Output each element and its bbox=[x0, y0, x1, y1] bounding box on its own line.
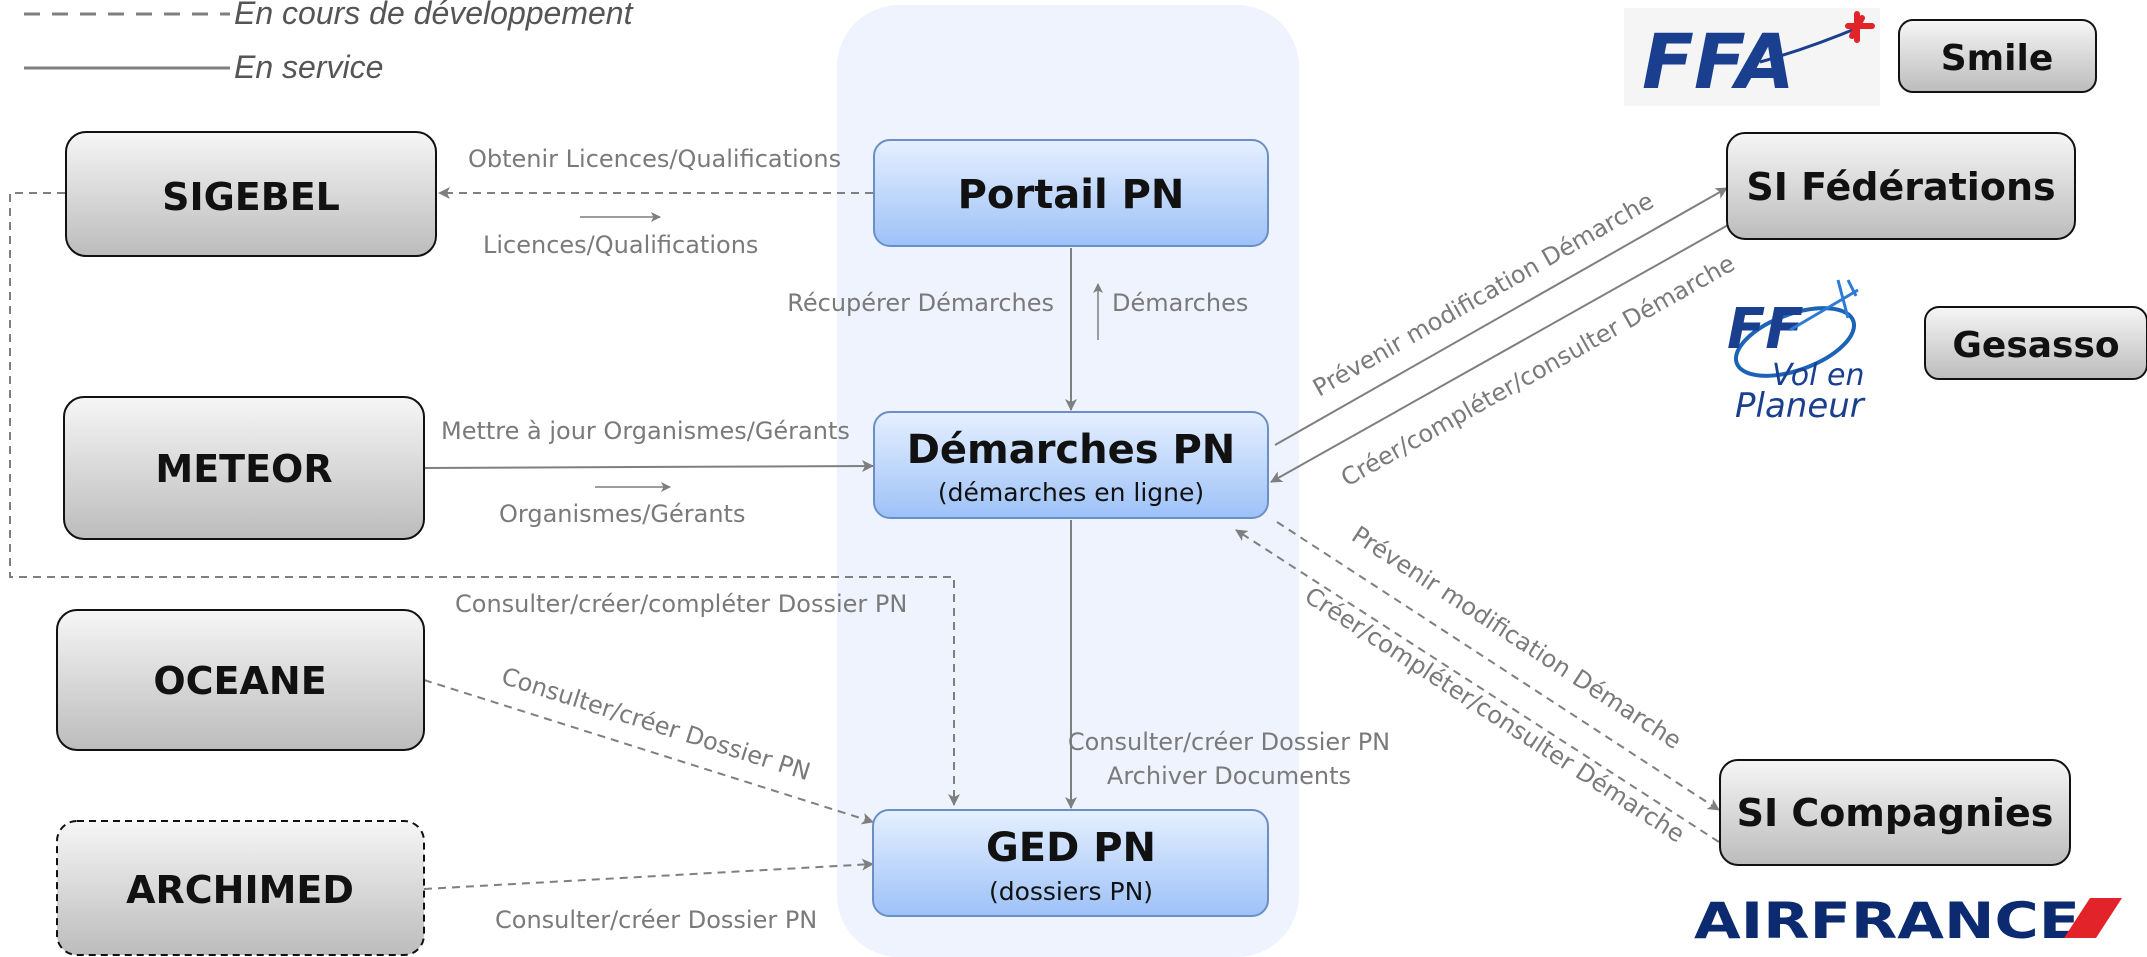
edge-demarches-sicomp bbox=[1276, 521, 1720, 811]
box-oceane: OCEANE bbox=[56, 609, 425, 751]
ffvp-glider-icon bbox=[1789, 279, 1859, 332]
box-archimed-label: ARCHIMED bbox=[126, 868, 354, 912]
edge-label-demarches: Démarches bbox=[1112, 289, 1248, 317]
edge-label-fed-creer: Créer/compléter/consulter Démarche bbox=[1336, 249, 1739, 492]
ffvp-logo-planeur: Planeur bbox=[1735, 386, 1866, 426]
box-ged-pn: GED PN (dossiers PN) bbox=[872, 809, 1269, 917]
edges bbox=[9, 187, 1738, 890]
airfrance-logo: AIRFRANCE bbox=[1694, 892, 2122, 950]
box-meteor-label: METEOR bbox=[155, 447, 332, 491]
airfrance-logo-flag bbox=[2064, 898, 2122, 938]
edge-demarches-sifed bbox=[1274, 187, 1728, 446]
edge-label-licences: Licences/Qualifications bbox=[483, 231, 758, 259]
edge-archimed-ged bbox=[423, 858, 874, 890]
edge-label-obtenir-licences: Obtenir Licences/Qualifications bbox=[468, 145, 841, 173]
airfrance-logo-text: AIRFRANCE bbox=[1694, 892, 2080, 950]
box-sigebel-label: SIGEBEL bbox=[162, 175, 340, 219]
edge-meteor-demarches bbox=[423, 460, 874, 473]
box-si-compagnies-label: SI Compagnies bbox=[1737, 791, 2054, 835]
box-sigebel: SIGEBEL bbox=[65, 131, 437, 257]
box-smile-label: Smile bbox=[1941, 38, 2054, 79]
edge-label-ged-archiver: Archiver Documents bbox=[1107, 762, 1351, 790]
legend: En cours de développement En service bbox=[24, 0, 634, 85]
box-oceane-label: OCEANE bbox=[153, 659, 326, 703]
edge-sifed-demarches bbox=[1270, 219, 1738, 483]
edge-label-ged-consulter: Consulter/créer Dossier PN bbox=[1068, 728, 1390, 756]
box-ged-pn-label: GED PN bbox=[986, 825, 1156, 871]
box-portail-pn-label: Portail PN bbox=[958, 172, 1185, 218]
edge-label-consulter-creer-completer: Consulter/créer/compléter Dossier PN bbox=[455, 590, 907, 618]
box-archimed: ARCHIMED bbox=[56, 820, 425, 956]
box-si-federations-label: SI Fédérations bbox=[1746, 165, 2055, 209]
box-smile: Smile bbox=[1898, 19, 2097, 93]
edge-label-recuperer-demarches: Récupérer Démarches bbox=[787, 289, 1054, 317]
ffa-logo-text: FFA bbox=[1642, 17, 1795, 106]
legend-solid-label: En service bbox=[234, 49, 383, 85]
edge-label-oceane-consulter: Consulter/créer Dossier PN bbox=[498, 662, 814, 786]
box-demarches-pn-label: Démarches PN bbox=[907, 427, 1236, 473]
box-gesasso: Gesasso bbox=[1924, 306, 2147, 380]
edge-sigebel-ged bbox=[9, 192, 960, 806]
ffvp-logo: FF Vol en Planeur bbox=[1727, 279, 1866, 426]
edge-label-mettre-a-jour: Mettre à jour Organismes/Gérants bbox=[441, 417, 850, 445]
ffa-logo: FFA bbox=[1624, 8, 1880, 106]
box-demarches-pn-sublabel: (démarches en ligne) bbox=[938, 478, 1204, 507]
edge-sicomp-demarches bbox=[1235, 529, 1720, 843]
box-ged-pn-sublabel: (dossiers PN) bbox=[989, 877, 1153, 906]
edge-label-archimed-consulter: Consulter/créer Dossier PN bbox=[495, 906, 817, 934]
box-si-federations: SI Fédérations bbox=[1726, 132, 2076, 240]
legend-dashed-label: En cours de développement bbox=[234, 0, 634, 31]
ffa-logo-swoosh bbox=[1759, 24, 1863, 64]
ffvp-logo-vol: Vol en bbox=[1772, 358, 1864, 393]
box-demarches-pn: Démarches PN (démarches en ligne) bbox=[873, 411, 1269, 519]
box-meteor: METEOR bbox=[63, 396, 425, 540]
box-gesasso-label: Gesasso bbox=[1952, 325, 2119, 366]
edge-oceane-ged bbox=[423, 679, 874, 825]
box-portail-pn: Portail PN bbox=[873, 139, 1269, 247]
box-si-compagnies: SI Compagnies bbox=[1719, 759, 2071, 866]
edge-label-organismes: Organismes/Gérants bbox=[499, 500, 745, 528]
ffa-logo-plane bbox=[1845, 11, 1875, 43]
